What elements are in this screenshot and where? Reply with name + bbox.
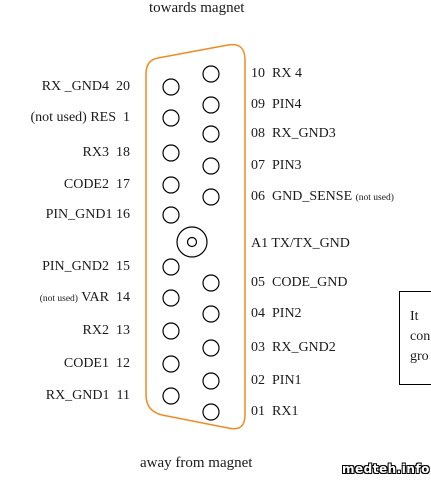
- note-line: con: [410, 329, 431, 344]
- left-pin-hole: [162, 78, 180, 96]
- left-pin-hole: [162, 206, 180, 224]
- left-pin-label: CODE2 17: [64, 177, 130, 193]
- pin-text: 02 PIN1: [251, 373, 302, 388]
- right-pin-hole: [202, 403, 220, 421]
- note-line: gro: [410, 349, 429, 364]
- pin-text: 03 RX_GND2: [251, 340, 336, 355]
- left-pin-label: RX_GND1 11: [46, 388, 130, 404]
- left-pin-label: CODE1 12: [64, 356, 130, 372]
- pin-text: (not used) RES 1: [30, 110, 130, 125]
- left-pin-hole: [162, 289, 180, 307]
- left-pin-hole: [162, 109, 180, 127]
- right-pin-hole: [202, 305, 220, 323]
- left-pin-label: PIN_GND1 16: [46, 207, 130, 223]
- pin-text: RX_GND1 11: [45, 388, 130, 403]
- bottom-caption: away from magnet: [140, 455, 253, 471]
- pin-text: 09 PIN4: [251, 97, 302, 112]
- left-pin-hole: [162, 258, 180, 276]
- coax-pin-a1: [176, 226, 208, 258]
- right-pin-hole: [202, 372, 220, 390]
- right-pin-label: 01 RX1: [251, 404, 298, 420]
- pin-text: RX2 13: [82, 323, 130, 338]
- right-pin-label: 10 RX 4: [251, 66, 302, 82]
- right-pin-hole: [202, 188, 220, 206]
- right-pin-holes: [202, 65, 220, 421]
- center-pin-label: A1 TX/TX_GND: [251, 236, 350, 251]
- left-pin-hole: [162, 322, 180, 340]
- pin-text: CODE1 12: [63, 356, 130, 371]
- left-pin-label: RX2 13: [83, 323, 130, 339]
- right-pin-label: 08 RX_GND3: [251, 126, 336, 142]
- left-pin-label: PIN_GND2 15: [42, 259, 130, 275]
- note-line: It: [410, 309, 419, 324]
- not-used-note: (not used): [39, 294, 78, 304]
- right-pin-label: 06 GND_SENSE (not used): [251, 189, 394, 206]
- pin-text: 04 PIN2: [251, 306, 302, 321]
- pin-text: CODE2 17: [63, 177, 130, 192]
- pin-text: RX3 18: [82, 145, 130, 160]
- left-pin-label: (not used) RES 1: [30, 110, 130, 126]
- right-pin-label: 09 PIN4: [251, 97, 302, 113]
- pin-text: 07 PIN3: [251, 158, 302, 173]
- right-pin-hole: [202, 125, 220, 143]
- pin-text: 05 CODE_GND: [251, 275, 348, 290]
- right-pin-hole: [202, 96, 220, 114]
- right-pin-label: 04 PIN2: [251, 306, 302, 322]
- watermark: medteh.info: [342, 462, 430, 476]
- not-used-note: (not used): [355, 193, 394, 203]
- left-pin-label: (not used) VAR 14: [40, 290, 130, 307]
- right-pin-hole: [202, 157, 220, 175]
- right-pin-label: 07 PIN3: [251, 158, 302, 174]
- pin-text: 10 RX 4: [251, 66, 302, 81]
- pin-text: VAR 14: [77, 290, 130, 305]
- right-pin-hole: [202, 339, 220, 357]
- left-pin-hole: [162, 176, 180, 194]
- pin-text: PIN_GND2 15: [42, 259, 130, 274]
- connector-shell: [145, 43, 246, 430]
- left-pin-hole: [162, 144, 180, 162]
- pin-text: PIN_GND1 16: [45, 207, 130, 222]
- pin-text: 06 GND_SENSE: [251, 189, 356, 204]
- left-pin-hole: [162, 355, 180, 373]
- pin-text: 01 RX1: [251, 404, 299, 419]
- left-pin-label: RX _GND4 20: [42, 79, 130, 95]
- right-pin-hole: [202, 65, 220, 83]
- pin-text: 08 RX_GND3: [251, 126, 336, 141]
- left-pin-holes: [162, 78, 180, 405]
- note-box: It con gro: [399, 291, 431, 385]
- pin-text: RX _GND4 20: [41, 79, 130, 94]
- right-pin-label: 05 CODE_GND: [251, 275, 347, 291]
- right-pin-label: 03 RX_GND2: [251, 340, 336, 356]
- right-pin-label: 02 PIN1: [251, 373, 302, 389]
- top-caption: towards magnet: [149, 0, 245, 16]
- left-pin-hole: [162, 387, 180, 405]
- right-pin-hole: [202, 274, 220, 292]
- left-pin-label: RX3 18: [83, 145, 130, 161]
